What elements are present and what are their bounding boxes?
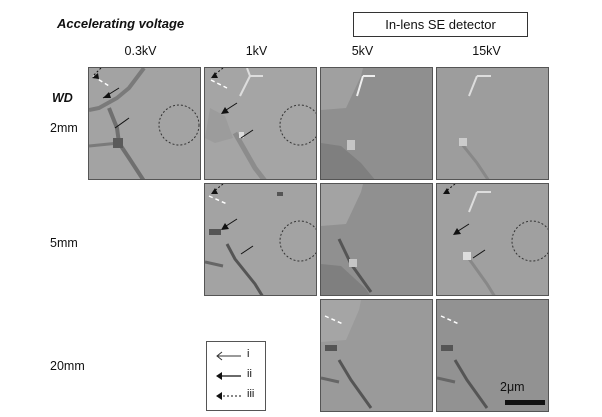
sem-panel-5mm-15kv (436, 183, 549, 296)
sem-panel-5mm-1kv (204, 183, 317, 296)
filled-arrow-icon (216, 372, 241, 380)
arrow-legend: i ii iii (206, 341, 266, 411)
row-label-20mm: 20mm (50, 359, 85, 373)
row-label-2mm: 2mm (50, 121, 78, 135)
sem-panel-2mm-0.3kv (88, 67, 201, 180)
legend-item-i: i (211, 346, 263, 364)
sem-panel-2mm-15kv (436, 67, 549, 180)
open-arrow-icon (216, 351, 241, 361)
row-label-5mm: 5mm (50, 236, 78, 250)
sem-panel-5mm-5kv (320, 183, 433, 296)
sem-panel-20mm-15kv (436, 299, 549, 412)
wd-label: WD (52, 91, 73, 105)
scale-bar (505, 400, 545, 405)
legend-item-iii: iii (211, 386, 263, 404)
column-label-15kv: 15kV (472, 44, 501, 58)
column-label-1kv: 1kV (245, 44, 268, 58)
column-label-5kv: 5kV (351, 44, 374, 58)
scale-bar-label: 2μm (500, 380, 525, 394)
sem-panel-2mm-5kv (320, 67, 433, 180)
detector-label-box: In-lens SE detector (353, 12, 528, 37)
dashed-filled-arrow-icon (216, 392, 241, 400)
legend-item-ii: ii (211, 366, 263, 384)
sem-panel-2mm-1kv (204, 67, 317, 180)
column-label-0.3kv: 0.3kV (124, 44, 157, 58)
figure-title: Accelerating voltage (57, 16, 185, 31)
sem-panel-20mm-5kv (320, 299, 433, 412)
